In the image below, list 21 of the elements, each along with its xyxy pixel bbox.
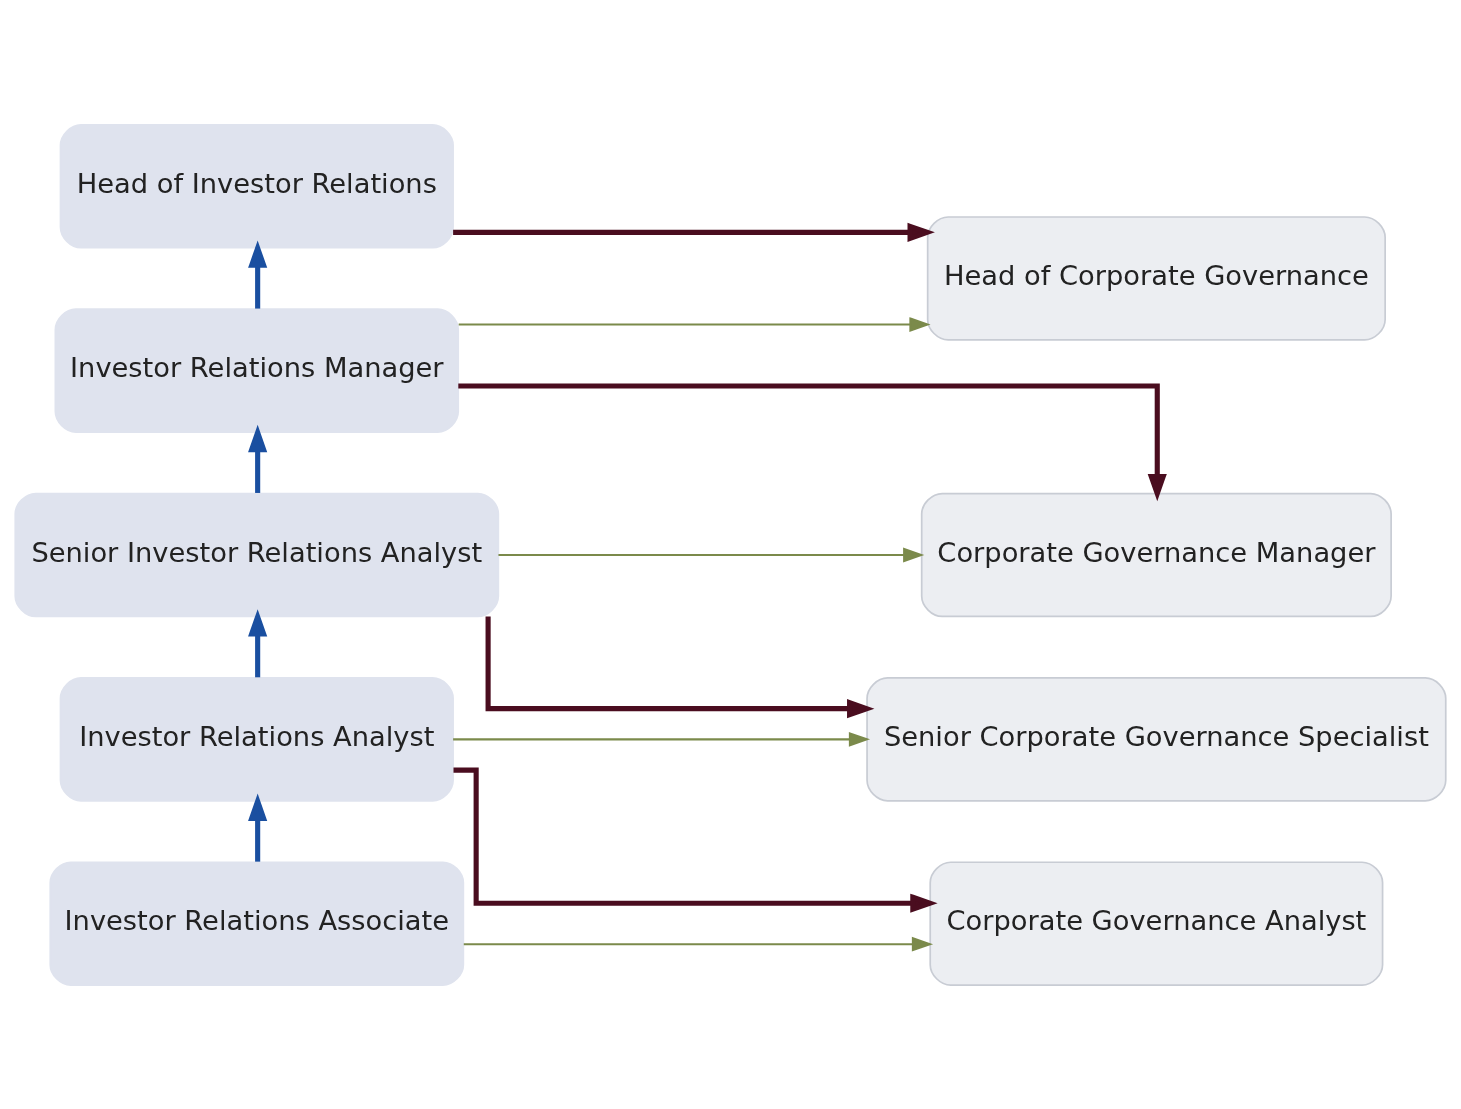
node-box: Head of Corporate Governance bbox=[926, 215, 1386, 341]
node-box: Investor Relations Associate bbox=[49, 860, 465, 986]
node-box: Investor Relations Manager bbox=[54, 307, 460, 433]
arrow bbox=[248, 424, 268, 493]
arrow bbox=[458, 382, 1167, 501]
arrow bbox=[458, 316, 931, 332]
node-box: Investor Relations Analyst bbox=[59, 676, 454, 802]
node-box: Head of Investor Relations bbox=[59, 123, 454, 249]
arrow bbox=[453, 222, 935, 242]
arrow bbox=[248, 608, 268, 677]
arrow bbox=[453, 731, 871, 747]
arrow bbox=[485, 616, 875, 718]
arrow bbox=[463, 936, 934, 952]
arrow bbox=[498, 547, 925, 562]
node-box: Corporate Governance Analyst bbox=[929, 860, 1384, 986]
arrow bbox=[453, 767, 938, 913]
node-box: Senior Corporate Governance Specialist bbox=[866, 676, 1447, 802]
node-box: Senior Investor Relations Analyst bbox=[14, 492, 500, 617]
node-box: Corporate Governance Manager bbox=[920, 492, 1392, 617]
arrow bbox=[248, 239, 268, 309]
arrow bbox=[248, 793, 268, 862]
